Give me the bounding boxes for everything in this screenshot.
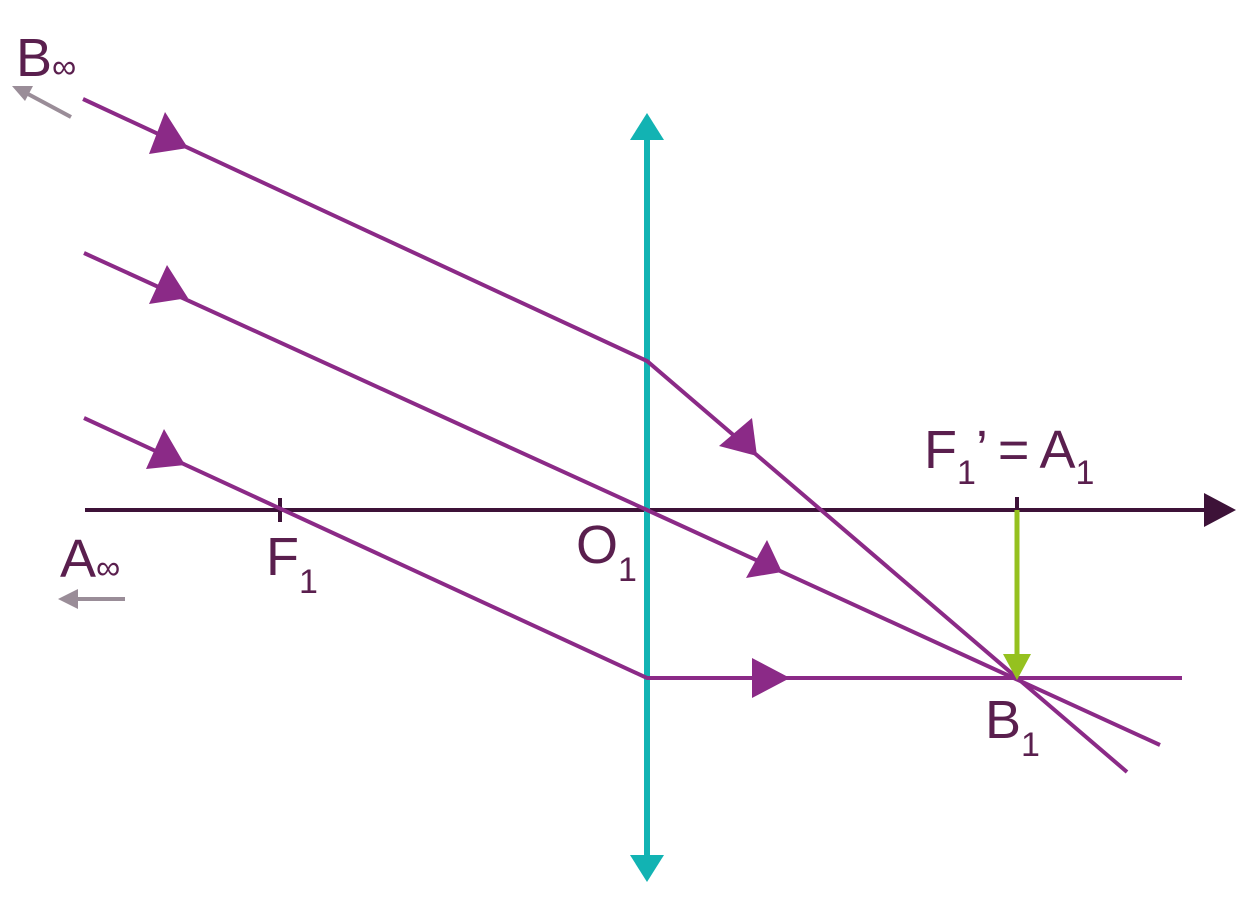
rays <box>82 97 1182 774</box>
label-a-infinity-base: A <box>60 529 96 589</box>
label-b-infinity-sub: ∞ <box>52 48 76 86</box>
ray-middle <box>83 251 1161 747</box>
image-arrow-down-icon <box>1003 654 1031 680</box>
label-f1-prime-equals-a1: F1’=A1 <box>924 420 1094 492</box>
ray-top-refracted-arrowhead-icon <box>719 418 757 456</box>
label-b-infinity-base: B <box>16 28 52 88</box>
label-a-infinity-sub: ∞ <box>96 549 120 587</box>
image-arrow <box>1003 510 1031 680</box>
label-f1-prime-sub: 1 <box>957 454 976 492</box>
ray-top-arrowhead-icon <box>149 112 188 154</box>
ray-bottom-arrowhead-icon <box>146 429 185 469</box>
ray-arrowheads <box>146 112 790 698</box>
lens-bottom-arrow-icon <box>630 855 664 882</box>
label-b1: B1 <box>985 690 1040 764</box>
label-f1: F1 <box>266 527 318 601</box>
a-inf-left-arrow-icon <box>58 589 78 609</box>
label-b-infinity: B∞ <box>16 28 76 88</box>
label-f1-sub: 1 <box>299 563 318 601</box>
label-a-infinity: A∞ <box>60 529 120 589</box>
optical-axis-arrow-icon <box>1204 493 1236 527</box>
label-a1-base: A <box>1039 420 1075 480</box>
label-o1-sub: 1 <box>618 551 637 589</box>
direction-arrows <box>12 86 125 609</box>
ray-top <box>82 97 1129 774</box>
ray-bottom-refracted-arrowhead-icon <box>752 658 790 698</box>
label-equals: = <box>998 420 1030 480</box>
label-b1-base: B <box>985 690 1021 750</box>
label-f1-prime-base: F <box>924 420 957 480</box>
b-inf-left-arrow-icon <box>12 86 33 101</box>
ray-bottom <box>83 416 1182 680</box>
b-inf-direction-line <box>27 92 72 119</box>
label-f1-prime-mark: ’ <box>976 420 988 480</box>
ray-middle-arrowhead-icon <box>149 265 188 304</box>
label-f1-base: F <box>266 527 299 587</box>
label-o1-base: O <box>576 515 618 575</box>
lens-top-arrow-icon <box>630 113 664 140</box>
label-a1-sub: 1 <box>1076 454 1095 492</box>
ray-middle-refracted-arrowhead-icon <box>746 540 782 578</box>
converging-lens <box>630 113 664 882</box>
label-b1-sub: 1 <box>1021 726 1040 764</box>
label-o1: O1 <box>576 515 637 589</box>
